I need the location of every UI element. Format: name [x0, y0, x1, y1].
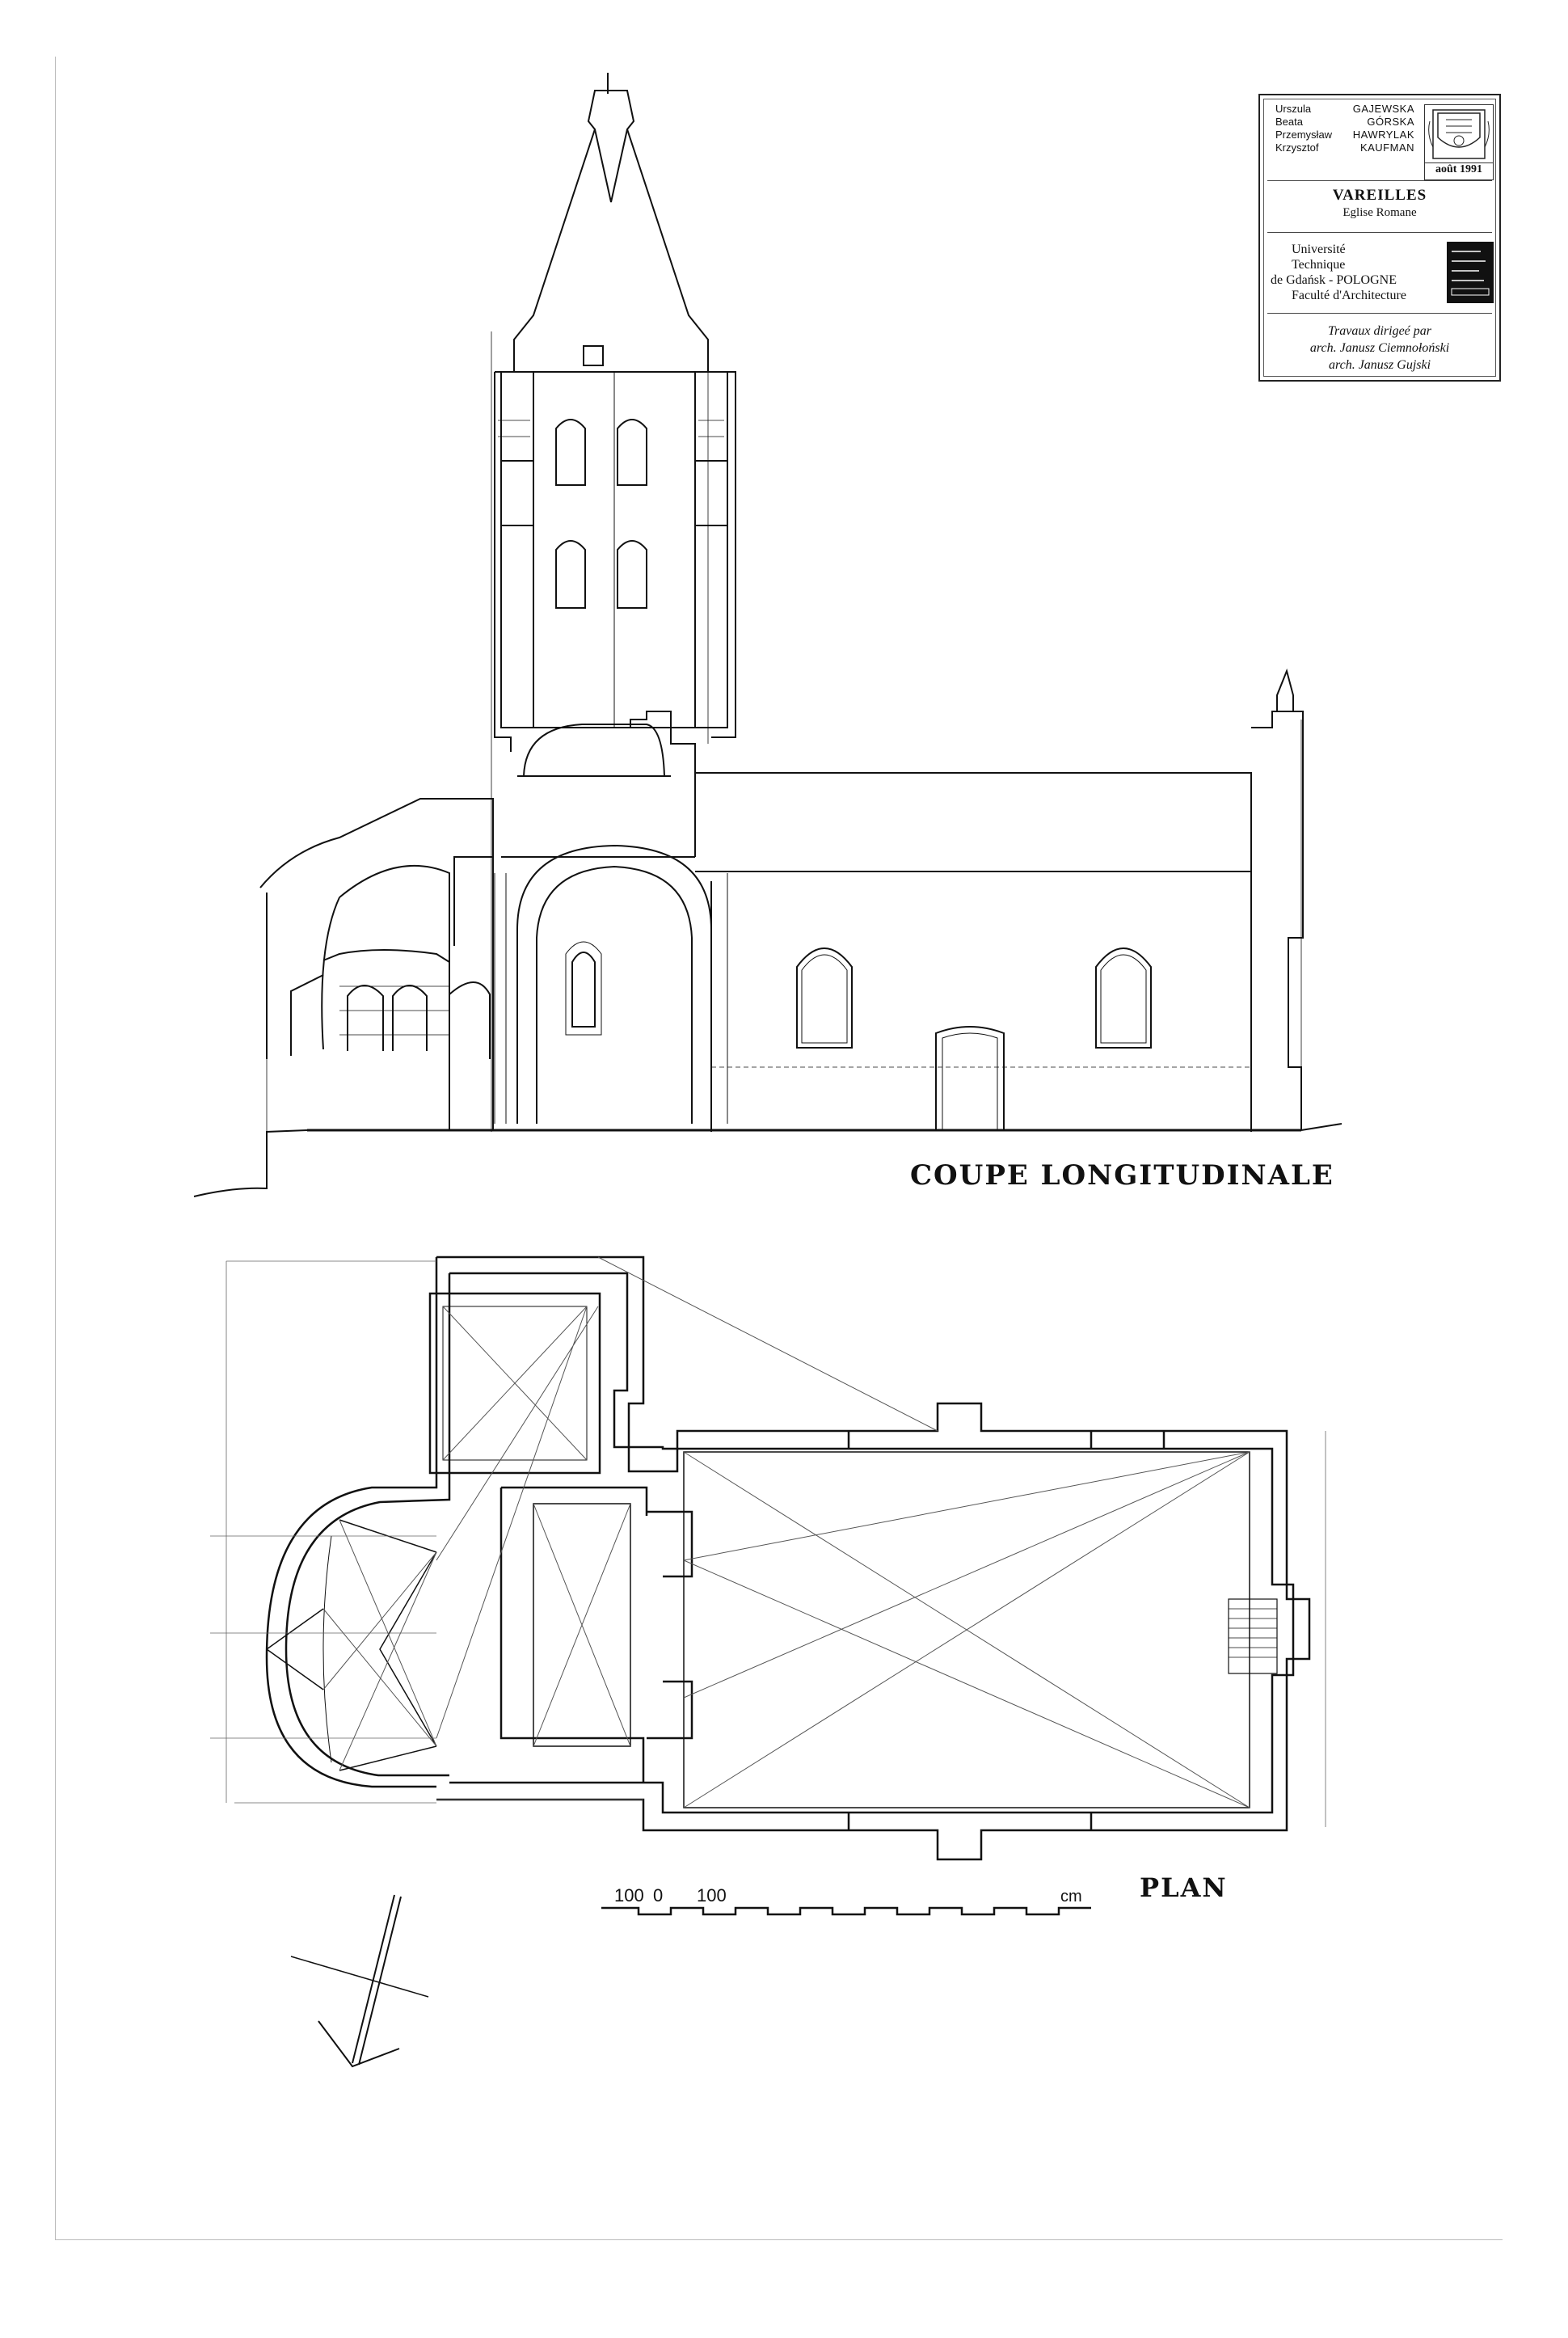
scale-label-100-right: 100 — [697, 1885, 727, 1905]
institute-logo-icon — [1451, 251, 1490, 296]
cartouche-inner-frame: Urszula GAJEWSKA Beata GÓRSKA Przemysław HA… — [1263, 99, 1496, 377]
university-line: Faculté d'Architecture — [1292, 289, 1406, 302]
author-last-name: HAWRYLAK — [1352, 129, 1414, 141]
university-line: Technique — [1292, 258, 1346, 272]
scale-label-100-left: 100 — [614, 1885, 644, 1905]
plan-heading: PLAN — [1140, 1872, 1228, 1903]
director-name: arch. Janusz Ciemnołoński — [1309, 341, 1450, 355]
author-row: Przemysław HAWRYLAK — [1267, 129, 1421, 141]
longitudinal-section-drawing — [193, 73, 1342, 1197]
directed-by-block: Travaux dirigeé par arch. Janusz Ciemnoł… — [1264, 323, 1495, 373]
title-cartouche: Urszula GAJEWSKA Beata GÓRSKA Przemysław HA… — [1258, 94, 1501, 382]
author-row: Krzysztof KAUFMAN — [1267, 141, 1421, 154]
director-name: arch. Janusz Gujski — [1328, 358, 1431, 372]
university-block: Université Technique de Gdańsk - POLOGNE… — [1271, 242, 1448, 303]
directed-by-label: Travaux dirigeé par — [1328, 324, 1431, 338]
author-first-name: Krzysztof — [1275, 141, 1319, 154]
scale-label-zero: 0 — [653, 1885, 663, 1905]
north-arrow-icon — [290, 1894, 429, 2068]
author-first-name: Beata — [1275, 116, 1303, 128]
drawing-date: août 1991 — [1425, 162, 1493, 178]
cartouche-divider — [1267, 180, 1492, 181]
sheet-border — [55, 57, 1503, 2240]
author-first-name: Urszula — [1275, 103, 1312, 115]
author-last-name: GAJEWSKA — [1352, 103, 1414, 115]
plan-triangulation-lines — [210, 1256, 1326, 1827]
author-row: Beata GÓRSKA — [1267, 116, 1421, 129]
cartouche-divider — [1267, 313, 1492, 314]
authors-block: Urszula GAJEWSKA Beata GÓRSKA Przemysław HA… — [1267, 103, 1421, 180]
author-first-name: Przemysław — [1275, 129, 1333, 141]
author-row: Urszula GAJEWSKA — [1267, 103, 1421, 116]
crest-icon — [1428, 109, 1490, 159]
section-heading: COUPE LONGITUDINALE — [910, 1159, 1334, 1192]
plan-drawing — [265, 1256, 1311, 1861]
church-subtitle: Eglise Romane — [1342, 206, 1417, 219]
university-line: Université — [1292, 243, 1346, 256]
church-title: VAREILLES — [1332, 187, 1427, 204]
city-crest-emblem: août 1991 — [1424, 104, 1494, 180]
author-last-name: KAUFMAN — [1359, 141, 1414, 154]
university-line: de Gdańsk - POLOGNE — [1271, 273, 1397, 287]
author-last-name: GÓRSKA — [1367, 116, 1414, 128]
cartouche-divider — [1267, 232, 1492, 233]
institute-logo — [1447, 242, 1494, 303]
scale-unit: cm — [1060, 1888, 1082, 1905]
scale-bar: 100 0 100 cm — [601, 1885, 1091, 1916]
